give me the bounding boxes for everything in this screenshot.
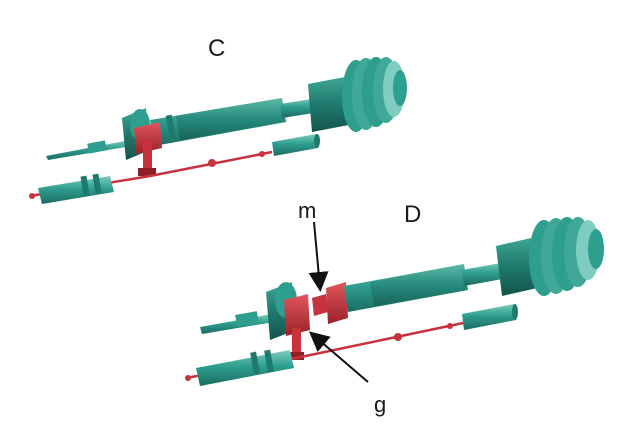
assembly-d-red-bracket: [284, 294, 310, 360]
assembly-c: [29, 57, 407, 204]
assembly-c-red-bracket: [134, 122, 162, 176]
assembly-d-lower-actuator: [196, 349, 294, 386]
assembly-c-label: C: [208, 35, 225, 62]
callout-m-label: m: [298, 198, 316, 223]
assembly-d-tip-rod: [200, 311, 274, 334]
assembly-c-tip-rod: [46, 140, 132, 160]
callout-g-label: g: [374, 392, 386, 417]
assembly-d-shaft: [462, 262, 508, 286]
assembly-d: [185, 217, 604, 386]
callout-m-arrow: [308, 221, 329, 292]
assembly-d-main-body: [344, 264, 468, 312]
assembly-c-cooling-fins: [342, 57, 407, 132]
assembly-d-small-cylinder: [462, 304, 518, 330]
assembly-c-small-cylinder: [272, 134, 320, 156]
assembly-c-motor-housing: [308, 57, 407, 132]
assembly-c-lower-actuator: [38, 173, 114, 204]
assembly-d-red-coupling: [312, 282, 348, 324]
assembly-d-motor-housing: [496, 217, 604, 296]
assembly-c-main-body: [150, 98, 286, 146]
callout-g-arrow: [308, 331, 369, 383]
assembly-d-cooling-fins: [529, 217, 604, 296]
assembly-d-label: D: [404, 201, 421, 228]
